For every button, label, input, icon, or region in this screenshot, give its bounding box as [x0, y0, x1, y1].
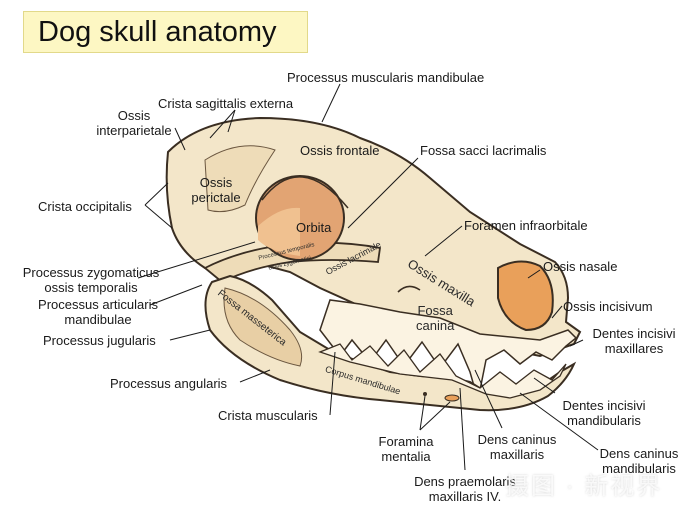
label-dentes-incisivi-mand-2: mandibularis — [567, 413, 641, 428]
label-ossis-interparietale-1: Ossis — [117, 108, 151, 123]
label-foramina-mentalia: Foramina mentalia — [372, 434, 440, 464]
temporal-shade — [204, 145, 276, 213]
label-ossis-perictale: Ossis perictale — [186, 175, 246, 205]
orbit-shade — [258, 207, 300, 256]
label-ossis-nasale: Ossis nasale — [543, 259, 618, 274]
label-processus-zygomaticus: Processus zygomaticus ossis temporalis — [20, 265, 162, 295]
page-title: Dog skull anatomy — [38, 16, 277, 48]
lower-teeth — [318, 343, 567, 399]
label-dentes-incisivi-max-1: Dentes incisivi — [592, 326, 676, 341]
label-ossis-incisivum: Ossis incisivum — [563, 299, 653, 314]
label-orbita: Orbita — [296, 220, 332, 235]
label-processus-articularis-2: mandibulae — [64, 312, 132, 327]
label-ossis-interparietale-2: interparietale — [96, 123, 172, 138]
label-foramen-infraorbitale: Foramen infraorbitale — [464, 218, 588, 233]
label-dens-caninus-maxillaris: Dens caninus maxillaris — [470, 432, 564, 462]
fossa-canina-line-1: Fossa — [417, 303, 453, 318]
label-ossis-interparietale: Ossis interparietale — [88, 108, 180, 138]
label-ossis-frontale: Ossis frontale — [300, 143, 380, 158]
label-dentes-incisivi-maxillares: Dentes incisivi maxillares — [584, 326, 684, 356]
label-dens-caninus-mand-1: Dens caninus — [599, 446, 679, 461]
label-dens-caninus-max-1: Dens caninus — [477, 432, 557, 447]
orbit-rim — [261, 176, 349, 209]
fossa-canina-line-2: canina — [416, 318, 455, 333]
masseteric-fossa — [223, 287, 303, 367]
leader-lines — [137, 83, 599, 471]
label-dentes-incisivi-mandibularis: Dentes incisivi mandibularis — [552, 398, 656, 428]
label-processus-zygomaticus-2: ossis temporalis — [44, 280, 138, 295]
label-dens-praemolaris-2: maxillaris IV. — [428, 489, 502, 504]
label-processus-articularis-1: Processus articularis — [38, 297, 158, 312]
label-processus-zygomaticus-1: Processus zygomaticus — [22, 265, 160, 280]
label-processus-jugularis: Processus jugularis — [43, 333, 156, 348]
label-dens-caninus-max-2: maxillaris — [489, 447, 545, 462]
mental-foramen-small — [423, 392, 427, 396]
fossa-canina-label: Fossa canina — [416, 303, 454, 333]
label-crista-occipitalis: Crista occipitalis — [38, 199, 132, 214]
label-foramina-mentalia-1: Foramina — [378, 434, 434, 449]
zygomatic-arch — [203, 241, 382, 284]
nasal-aperture — [497, 260, 554, 332]
label-crista-muscularis: Crista muscularis — [218, 408, 318, 423]
label-dens-caninus-mandibularis: Dens caninus mandibularis — [590, 446, 688, 476]
watermark: 摄图 · 新视界 — [505, 473, 663, 500]
label-dens-praemolaris: Dens praemolaris maxillaris IV. — [406, 474, 524, 504]
label-processus-articularis: Processus articularis mandibulae — [28, 297, 168, 327]
infraorbital-foramen — [397, 285, 421, 293]
title-box: Dog skull anatomy — [23, 11, 308, 53]
label-ossis-perictale-1: Ossis — [199, 175, 233, 190]
label-foramina-mentalia-2: mentalia — [381, 449, 431, 464]
label-ossis-perictale-2: perictale — [191, 190, 241, 205]
label-dens-praemolaris-1: Dens praemolaris — [414, 474, 516, 489]
label-crista-sagittalis-externa: Crista sagittalis externa — [158, 96, 294, 111]
label-processus-muscularis-mandibulae: Processus muscularis mandibulae — [287, 70, 485, 85]
label-dentes-incisivi-mand-1: Dentes incisivi — [562, 398, 646, 413]
cranium — [165, 116, 582, 358]
label-fossa-sacci-lacrimalis: Fossa sacci lacrimalis — [420, 143, 547, 158]
label-processus-angularis: Processus angularis — [110, 376, 228, 391]
mental-foramen — [444, 394, 460, 402]
label-dens-caninus-mand-2: mandibularis — [602, 461, 676, 476]
upper-teeth — [319, 299, 578, 401]
label-dentes-incisivi-max-2: maxillares — [604, 341, 664, 356]
